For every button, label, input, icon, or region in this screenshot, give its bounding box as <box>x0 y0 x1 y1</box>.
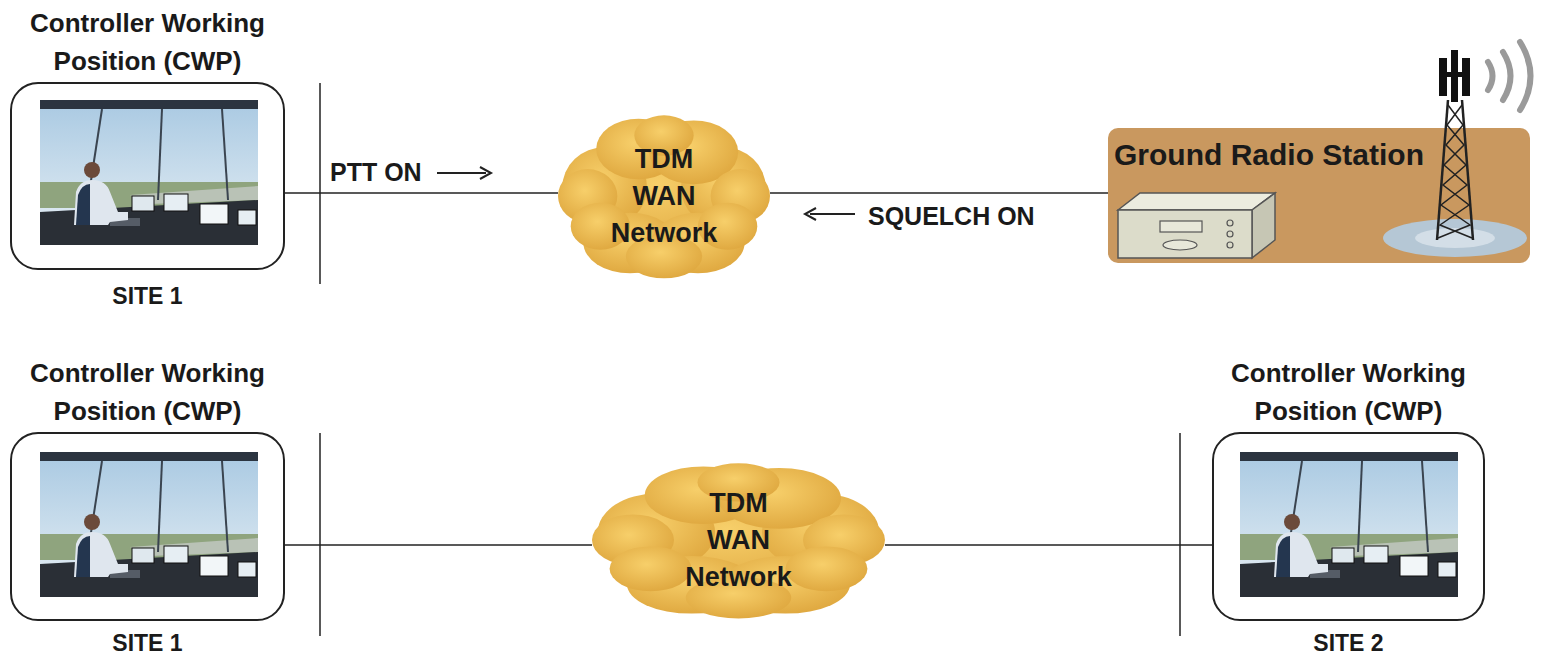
network-cloud: TDM WAN Network <box>592 460 885 620</box>
cwp-box: Controller Working Position (CWP)SITE 2 <box>1212 432 1485 621</box>
network-label: TDM WAN Network <box>685 485 792 596</box>
signal-label: SQUELCH ON <box>868 202 1035 230</box>
network-link <box>885 545 1212 546</box>
network-label: TDM WAN Network <box>611 141 718 252</box>
site-label: SITE 1 <box>112 631 182 655</box>
position-heading: Controller Working Position (CWP) <box>1209 354 1489 430</box>
network-link <box>285 545 592 546</box>
cwp-box: Controller Working Position (CWP)SITE 1 <box>10 432 285 621</box>
position-heading: Controller Working Position (CWP) <box>8 354 288 430</box>
network-link <box>285 193 558 194</box>
station-label: Ground Radio Station <box>1114 137 1424 173</box>
position-heading: Controller Working Position (CWP) <box>8 4 288 80</box>
signal-label: PTT ON <box>330 158 422 186</box>
site-label: SITE 2 <box>1313 631 1383 655</box>
network-link <box>770 193 1108 194</box>
radio-station-box: Ground Radio Station <box>1108 128 1530 263</box>
network-cloud: TDM WAN Network <box>558 112 770 280</box>
cwp-box: Controller Working Position (CWP)SITE 1 <box>10 82 285 270</box>
site-label: SITE 1 <box>112 284 182 308</box>
